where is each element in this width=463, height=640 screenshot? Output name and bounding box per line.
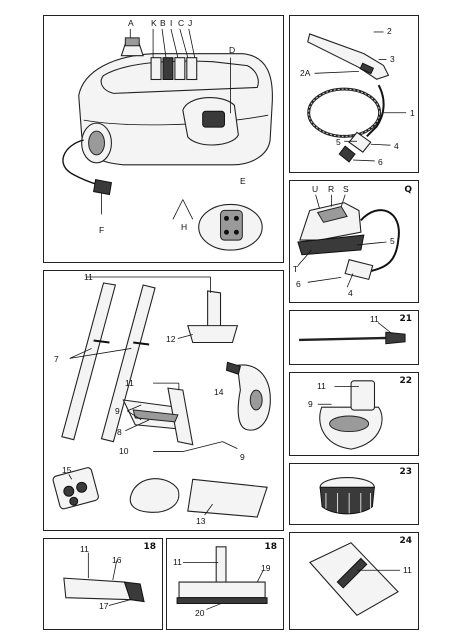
label-14: 14 <box>214 387 224 397</box>
label-11: 11 <box>317 381 326 391</box>
label-11: 11 <box>80 544 89 554</box>
panel-21: 21 11 <box>289 310 419 365</box>
label-k: K <box>151 18 157 28</box>
panel-18-left: 18 11 16 17 <box>43 538 163 630</box>
label-6: 6 <box>378 157 383 167</box>
panel-number: 23 <box>399 467 412 477</box>
label-1: 1 <box>410 108 415 118</box>
panel-24: 24 11 <box>289 532 419 630</box>
label-u: U <box>312 184 319 194</box>
label-j: J <box>188 18 193 28</box>
steam-iron-illustration <box>297 194 400 288</box>
label-11: 11 <box>403 565 412 575</box>
label-9: 9 <box>308 399 313 409</box>
label-6: 6 <box>296 279 301 289</box>
label-f: F <box>99 225 105 235</box>
label-5: 5 <box>336 137 341 147</box>
label-16: 16 <box>112 555 122 565</box>
label-12: 12 <box>166 334 176 344</box>
label-2: 2 <box>387 26 392 36</box>
brush-rod-illustration <box>299 322 406 345</box>
panel-number: 18 <box>143 542 156 552</box>
iron-panel: Q U R S T 5 6 4 <box>289 180 419 303</box>
label-h: H <box>181 222 188 232</box>
label-t: T <box>293 264 299 274</box>
label-11: 11 <box>173 557 182 567</box>
label-19: 19 <box>261 563 271 573</box>
label-9: 9 <box>115 406 120 416</box>
round-brush-nozzle-illustration <box>317 380 383 450</box>
label-d: D <box>229 45 236 55</box>
label-15: 15 <box>62 465 72 475</box>
label-10: 10 <box>119 446 129 456</box>
label-s: S <box>343 184 349 194</box>
label-8: 8 <box>117 427 122 437</box>
label-20: 20 <box>195 608 205 618</box>
steam-cleaner-illustration <box>62 28 273 251</box>
label-b: B <box>160 18 166 28</box>
label-e: E <box>240 176 246 186</box>
panel-18-right: 18 11 19 20 <box>166 538 284 630</box>
steam-hose-illustration <box>307 31 407 163</box>
label-4: 4 <box>348 288 353 298</box>
label-9b: 9 <box>240 452 245 462</box>
hose-panel: 2 3 2A 1 5 4 6 <box>289 15 419 173</box>
label-7: 7 <box>54 354 59 364</box>
accessories-illustration <box>52 276 271 518</box>
label-2a: 2A <box>300 68 311 78</box>
panel-number: 24 <box>399 536 412 546</box>
label-3: 3 <box>390 54 395 64</box>
small-nozzle-illustration <box>63 552 145 606</box>
label-11: 11 <box>84 272 93 282</box>
main-unit-panel: A K B I C J D E F H <box>43 15 284 263</box>
label-13: 13 <box>196 516 206 526</box>
accessories-panel: 11 7 12 11 14 9 8 10 9 15 13 <box>43 270 284 531</box>
round-brush-illustration <box>319 477 375 515</box>
label-4: 4 <box>394 141 399 151</box>
label-5: 5 <box>390 236 395 246</box>
label-i: I <box>170 18 173 28</box>
panel-number: Q <box>404 185 412 195</box>
label-11b: 11 <box>125 378 134 388</box>
panel-number: 18 <box>264 542 277 552</box>
label-11: 11 <box>370 314 379 324</box>
panel-22: 22 11 9 <box>289 372 419 456</box>
panel-number: 21 <box>399 314 412 324</box>
window-cleaning-illustration <box>309 542 401 616</box>
panel-23: 23 <box>289 463 419 525</box>
label-17: 17 <box>99 601 109 611</box>
squeegee-nozzle-illustration <box>176 546 268 610</box>
panel-number: 22 <box>399 376 412 386</box>
label-c: C <box>178 18 185 28</box>
label-r: R <box>328 184 335 194</box>
label-a: A <box>128 18 134 28</box>
